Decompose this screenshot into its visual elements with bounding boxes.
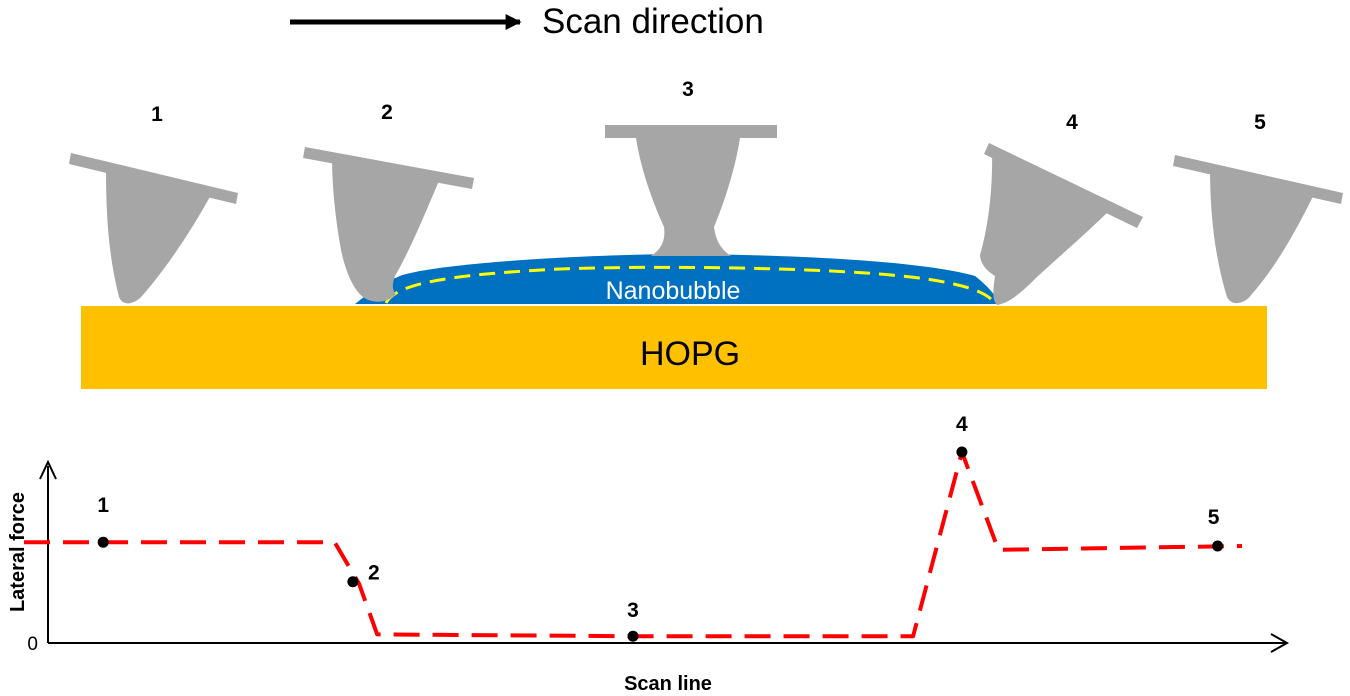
y-tick-zero: 0	[27, 634, 38, 655]
y-axis-arrowhead	[39, 459, 57, 480]
tip-cone	[636, 138, 740, 256]
tip-label-4: 4	[1066, 111, 1078, 134]
afm-tip-2	[303, 147, 474, 302]
tip-cone	[980, 150, 1115, 305]
afm-tip-3	[605, 125, 777, 256]
scan-direction-label: Scan direction	[542, 2, 764, 41]
afm-tip-4	[980, 143, 1143, 305]
tip-cone	[332, 157, 441, 302]
data-point-label-3: 3	[627, 599, 639, 622]
tip-cone	[106, 170, 212, 304]
afm-tip-1	[69, 153, 238, 304]
data-point-label-5: 5	[1208, 506, 1220, 529]
nanobubble	[355, 254, 1000, 304]
tip-cone	[1210, 168, 1315, 304]
hopg-substrate	[81, 306, 1267, 389]
data-point-2	[347, 576, 359, 588]
data-point-3	[627, 630, 639, 642]
tip-label-1: 1	[151, 103, 163, 126]
data-point-label-4: 4	[956, 413, 968, 436]
tip-label-2: 2	[381, 101, 393, 124]
x-axis-label: Scan line	[624, 673, 712, 695]
data-point-4	[956, 446, 968, 458]
data-point-5	[1212, 540, 1224, 552]
data-point-label-2: 2	[368, 562, 380, 585]
data-point-1	[97, 536, 109, 548]
x-axis-arrowhead	[1270, 633, 1290, 653]
y-axis-label: Lateral force	[7, 492, 29, 612]
hopg-label: HOPG	[640, 335, 740, 373]
data-point-label-1: 1	[97, 494, 109, 517]
plot-marks: 1 2 3 4 5	[24, 413, 1243, 642]
tip-label-5: 5	[1254, 111, 1266, 134]
nanobubble-outline	[384, 265, 996, 304]
lateral-force-chart: 0 Lateral force Scan line 1 2 3 4 5	[7, 413, 1290, 695]
cantilever	[605, 125, 777, 138]
nanobubble-label: Nanobubble	[606, 277, 741, 305]
tip-label-3: 3	[682, 78, 694, 101]
afm-tip-5	[1173, 155, 1343, 304]
